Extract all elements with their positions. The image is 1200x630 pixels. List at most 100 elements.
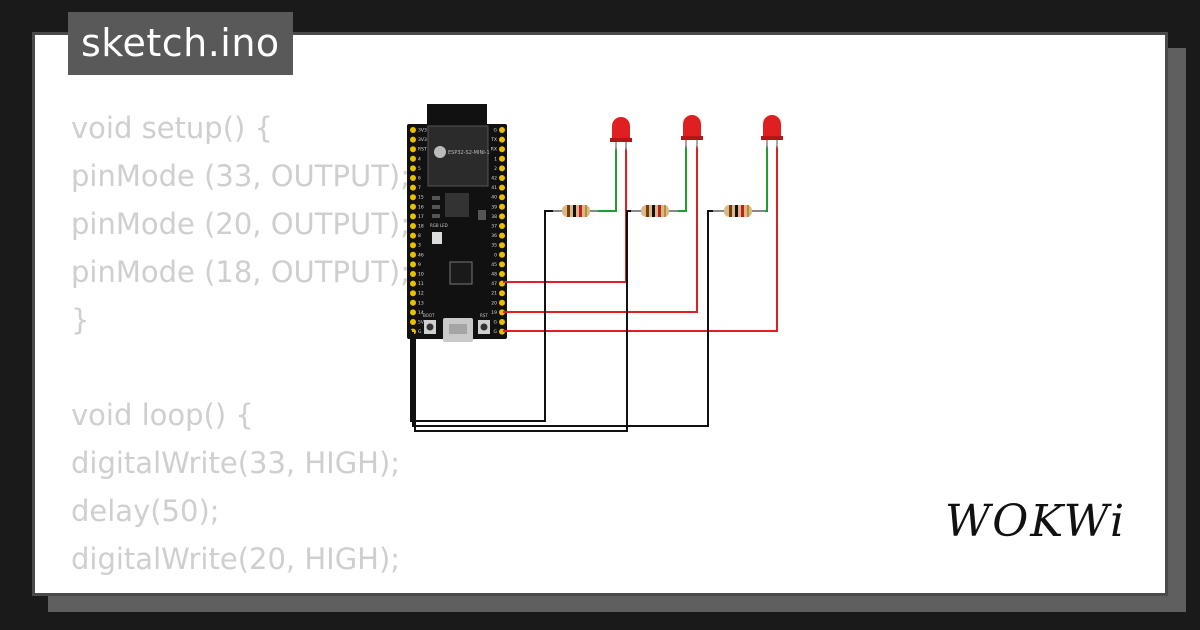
left-pin[interactable] (410, 290, 416, 297)
right-pin-label: 48 (491, 272, 497, 278)
left-pin-label: 8 (418, 233, 421, 239)
left-pin[interactable] (410, 242, 416, 249)
rst-label: RST (480, 313, 488, 318)
espressif-logo-icon (434, 146, 446, 158)
right-pin[interactable] (499, 165, 505, 172)
led-3 (761, 115, 783, 148)
right-pin-label: 2 (494, 166, 497, 172)
leds[interactable] (610, 115, 783, 150)
left-pin-label: 11 (418, 281, 424, 287)
left-pin-label: 4 (418, 156, 421, 162)
right-pin-label: G (494, 329, 498, 335)
left-pin[interactable] (410, 146, 416, 153)
right-pin[interactable] (499, 299, 505, 306)
left-pin[interactable] (410, 213, 416, 220)
left-pin-label: G (418, 329, 422, 335)
resistor-2 (631, 205, 678, 217)
left-pin-label: 10 (418, 272, 424, 278)
left-pin-label: 5 (418, 166, 421, 172)
left-pin-label: 12 (418, 291, 424, 297)
right-pin-label: 19 (491, 310, 497, 316)
left-pin[interactable] (410, 184, 416, 191)
right-pin[interactable] (499, 290, 505, 297)
right-pin[interactable] (499, 223, 505, 229)
right-pin-label: 40 (491, 195, 497, 201)
left-pin[interactable] (410, 127, 416, 133)
left-pin-label: RST (418, 147, 427, 153)
antenna-area (427, 104, 487, 126)
left-pin[interactable] (410, 175, 416, 181)
right-pin[interactable] (499, 261, 505, 268)
left-pin-label: 3V3 (418, 137, 427, 143)
right-pin-label: 38 (491, 214, 497, 220)
left-pin[interactable] (410, 232, 416, 239)
left-pin-label: 17 (418, 214, 424, 220)
right-pin[interactable] (499, 319, 505, 325)
right-pin[interactable] (499, 232, 505, 239)
code-line: void loop() { (71, 398, 254, 433)
code-line: } (71, 302, 90, 337)
left-pin[interactable] (410, 280, 416, 287)
right-pin-label: 37 (491, 224, 497, 230)
left-pin-label: 7 (418, 185, 421, 191)
left-pin-label: 14 (418, 310, 424, 316)
left-pin-label: 5V (418, 320, 425, 326)
right-pin[interactable] (499, 136, 505, 143)
right-pin[interactable] (499, 271, 505, 277)
wokwi-logo: WOKWi (945, 496, 1127, 547)
left-pin[interactable] (410, 271, 416, 277)
right-pin[interactable] (499, 175, 505, 181)
left-pin[interactable] (410, 261, 416, 268)
left-pin-label: 46 (418, 252, 424, 258)
right-pin-label: 0 (494, 252, 497, 258)
left-pin[interactable] (410, 136, 416, 143)
right-pin[interactable] (499, 203, 505, 210)
led-1 (610, 117, 632, 150)
right-pin[interactable] (499, 251, 505, 258)
right-pin[interactable] (499, 242, 505, 249)
left-pin[interactable] (410, 251, 416, 258)
left-pin-label: 15 (418, 195, 424, 201)
right-pin-label: 1 (494, 156, 497, 162)
module-label: ESP32-S2-MINI-1 (448, 150, 490, 156)
left-pin[interactable] (410, 194, 416, 201)
left-pin-label: 13 (418, 300, 424, 306)
left-pin-label: 6 (418, 176, 421, 182)
code-preview: void setup() { pinMode (33, OUTPUT); pinMo… (71, 105, 411, 593)
right-pin[interactable] (499, 309, 505, 316)
left-pin[interactable] (410, 155, 416, 162)
left-pin-label: 3 (418, 243, 421, 249)
left-pin[interactable] (410, 223, 416, 229)
right-pin[interactable] (499, 213, 505, 220)
left-pin[interactable] (410, 299, 416, 306)
code-line: pinMode (18, OUTPUT); (71, 254, 411, 289)
right-pin-label: 20 (491, 300, 497, 306)
right-pin-label: 45 (491, 262, 497, 268)
left-pin-label: 16 (418, 204, 424, 210)
right-pin-label: G (494, 128, 498, 134)
right-pin-label: 36 (491, 233, 497, 239)
right-pin[interactable] (499, 146, 505, 153)
right-pin-label: 42 (491, 176, 497, 182)
preview-card: void setup() { pinMode (33, OUTPUT); pinMo… (32, 32, 1168, 596)
right-pin[interactable] (499, 155, 505, 162)
code-line: digitalWrite(20, HIGH); (71, 542, 401, 577)
left-pin[interactable] (410, 309, 416, 316)
left-pin[interactable] (410, 203, 416, 210)
right-pin-label: G (494, 320, 498, 326)
boot-label: BOOT (423, 313, 435, 318)
right-pin[interactable] (499, 184, 505, 191)
wires (410, 146, 778, 432)
right-pin-label: 39 (491, 204, 497, 210)
esp32-board[interactable]: ESP32-S2-MINI-1 RGB LED BOOT RST 3V33V3R… (407, 104, 507, 342)
left-pin[interactable] (410, 319, 416, 325)
right-pin[interactable] (499, 127, 505, 133)
right-pin[interactable] (499, 194, 505, 201)
code-line: pinMode (33, OUTPUT); (71, 158, 411, 193)
right-pin-label: 41 (491, 185, 497, 191)
right-pin-label: 35 (491, 243, 497, 249)
code-line: void setup() { (71, 111, 273, 145)
resistors[interactable] (553, 205, 765, 217)
left-pin[interactable] (410, 165, 416, 172)
right-pin-label: TX (490, 137, 497, 143)
